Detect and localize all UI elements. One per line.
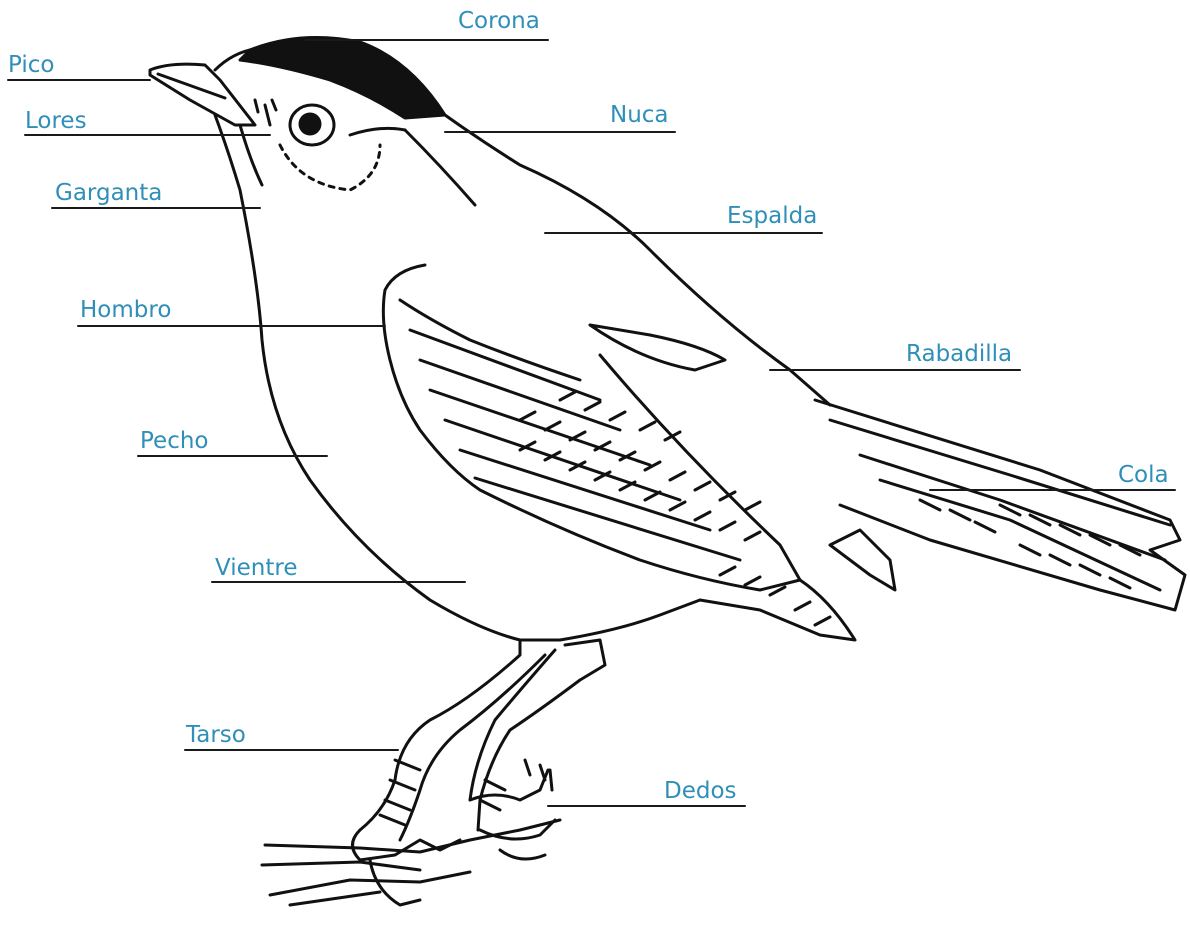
label-nuca: Nuca	[610, 102, 669, 128]
leader-lines	[8, 40, 1175, 806]
tail	[815, 400, 1185, 610]
wing	[383, 265, 855, 640]
label-corona: Corona	[458, 8, 540, 34]
label-dedos: Dedos	[664, 778, 737, 804]
label-tarso: Tarso	[186, 722, 246, 748]
label-espalda: Espalda	[727, 203, 817, 229]
label-garganta: Garganta	[55, 180, 162, 206]
label-cola: Cola	[1118, 462, 1169, 488]
undertail-coverts	[830, 530, 895, 590]
feet	[353, 760, 556, 905]
label-pico: Pico	[8, 52, 54, 78]
body-outline	[150, 38, 830, 641]
label-vientre: Vientre	[215, 555, 297, 581]
label-pecho: Pecho	[140, 428, 209, 454]
label-hombro: Hombro	[80, 297, 171, 323]
legs	[360, 640, 605, 840]
label-rabadilla: Rabadilla	[906, 341, 1012, 367]
perch-branch	[262, 820, 560, 905]
label-lores: Lores	[25, 108, 87, 134]
